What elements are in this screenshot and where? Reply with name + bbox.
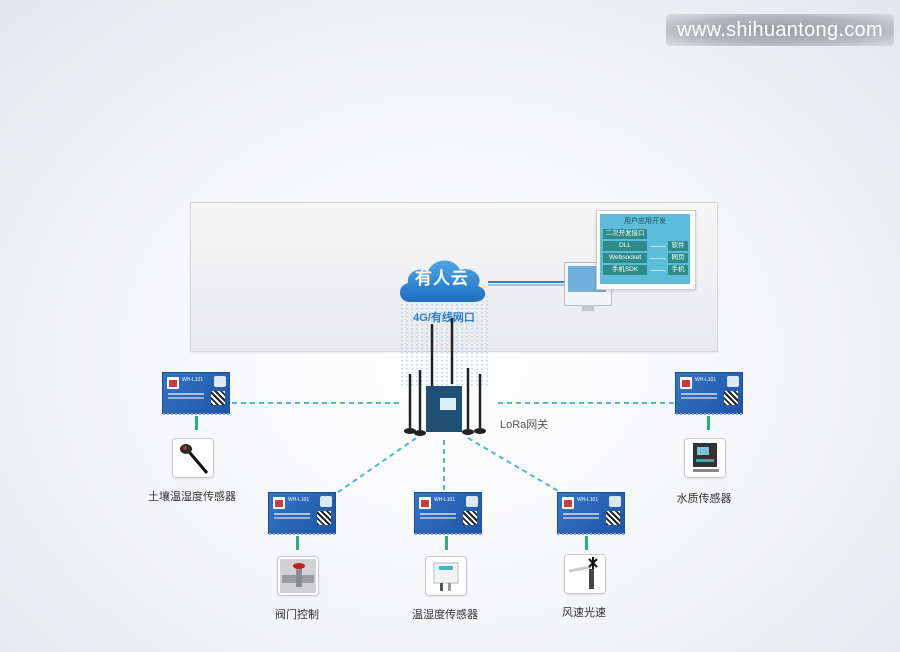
anemometer-icon bbox=[564, 554, 606, 594]
cloud-label: 有人云 bbox=[415, 269, 469, 288]
water-quality-meter-icon bbox=[684, 438, 726, 478]
gateway-label: LoRa网关 bbox=[500, 419, 549, 431]
node-label: 水质传感器 bbox=[676, 493, 732, 505]
wired-link bbox=[707, 416, 710, 430]
data-stream-decoration bbox=[400, 296, 488, 386]
node-label: 阀门控制 bbox=[275, 609, 319, 621]
cloud-icon bbox=[399, 260, 486, 302]
thermo-hygrometer-icon bbox=[425, 556, 467, 596]
module-model: WH-L101 bbox=[182, 377, 204, 383]
valve-icon bbox=[277, 556, 319, 596]
qr-code-icon bbox=[211, 391, 225, 405]
arrow-icon bbox=[650, 246, 666, 247]
target-item: 手机 bbox=[668, 265, 688, 275]
target-item: 网页 bbox=[668, 253, 688, 263]
interface-item: DLL bbox=[603, 241, 647, 251]
watermark: www.shihuantong.com bbox=[666, 14, 894, 46]
user-dev-title: 用户应用开发 bbox=[624, 218, 666, 225]
usr-logo-icon bbox=[680, 377, 692, 389]
qr-code-icon bbox=[724, 391, 738, 405]
module-model: WH-L101 bbox=[577, 497, 599, 503]
arrow-icon bbox=[650, 258, 666, 259]
wired-link bbox=[296, 536, 299, 550]
arrow-icon bbox=[650, 270, 666, 271]
lora-module: WH-L101 bbox=[675, 372, 743, 415]
router-icon bbox=[404, 318, 486, 436]
cloud-to-pc-link bbox=[488, 281, 566, 283]
usr-logo-icon bbox=[419, 497, 431, 509]
node-label: 风速光速 bbox=[562, 607, 606, 619]
usr-logo-icon bbox=[273, 497, 285, 509]
usr-logo-icon bbox=[562, 497, 574, 509]
soil-probe-icon bbox=[172, 438, 214, 478]
module-model: WH-L101 bbox=[695, 377, 717, 383]
lora-module: WH-L101 bbox=[268, 492, 336, 535]
user-dev-box: 用户应用开发 二次开发接口 DLL Websocket 手机SDK 软件 网页 … bbox=[596, 210, 696, 290]
wired-link bbox=[445, 536, 448, 550]
interface-item: Websocket bbox=[603, 253, 647, 263]
usr-logo-icon bbox=[167, 377, 179, 389]
link-valve bbox=[333, 437, 417, 496]
wired-link bbox=[585, 536, 588, 550]
link-wind bbox=[467, 437, 561, 493]
lora-module: WH-L101 bbox=[414, 492, 482, 535]
interface-item: 二次开发接口 bbox=[603, 229, 647, 239]
module-model: WH-L101 bbox=[434, 497, 456, 503]
lora-module: WH-L101 bbox=[557, 492, 625, 535]
uplink-label: 4G/有线网口 bbox=[413, 312, 475, 324]
node-label: 土壤温湿度传感器 bbox=[148, 491, 236, 503]
qr-code-icon bbox=[606, 511, 620, 525]
wired-link bbox=[195, 416, 198, 430]
qr-code-icon bbox=[463, 511, 477, 525]
interface-item: 手机SDK bbox=[603, 265, 647, 275]
target-item: 软件 bbox=[668, 241, 688, 251]
node-label: 温湿度传感器 bbox=[412, 609, 478, 621]
lora-module: WH-L101 bbox=[162, 372, 230, 415]
qr-code-icon bbox=[317, 511, 331, 525]
module-model: WH-L101 bbox=[288, 497, 310, 503]
